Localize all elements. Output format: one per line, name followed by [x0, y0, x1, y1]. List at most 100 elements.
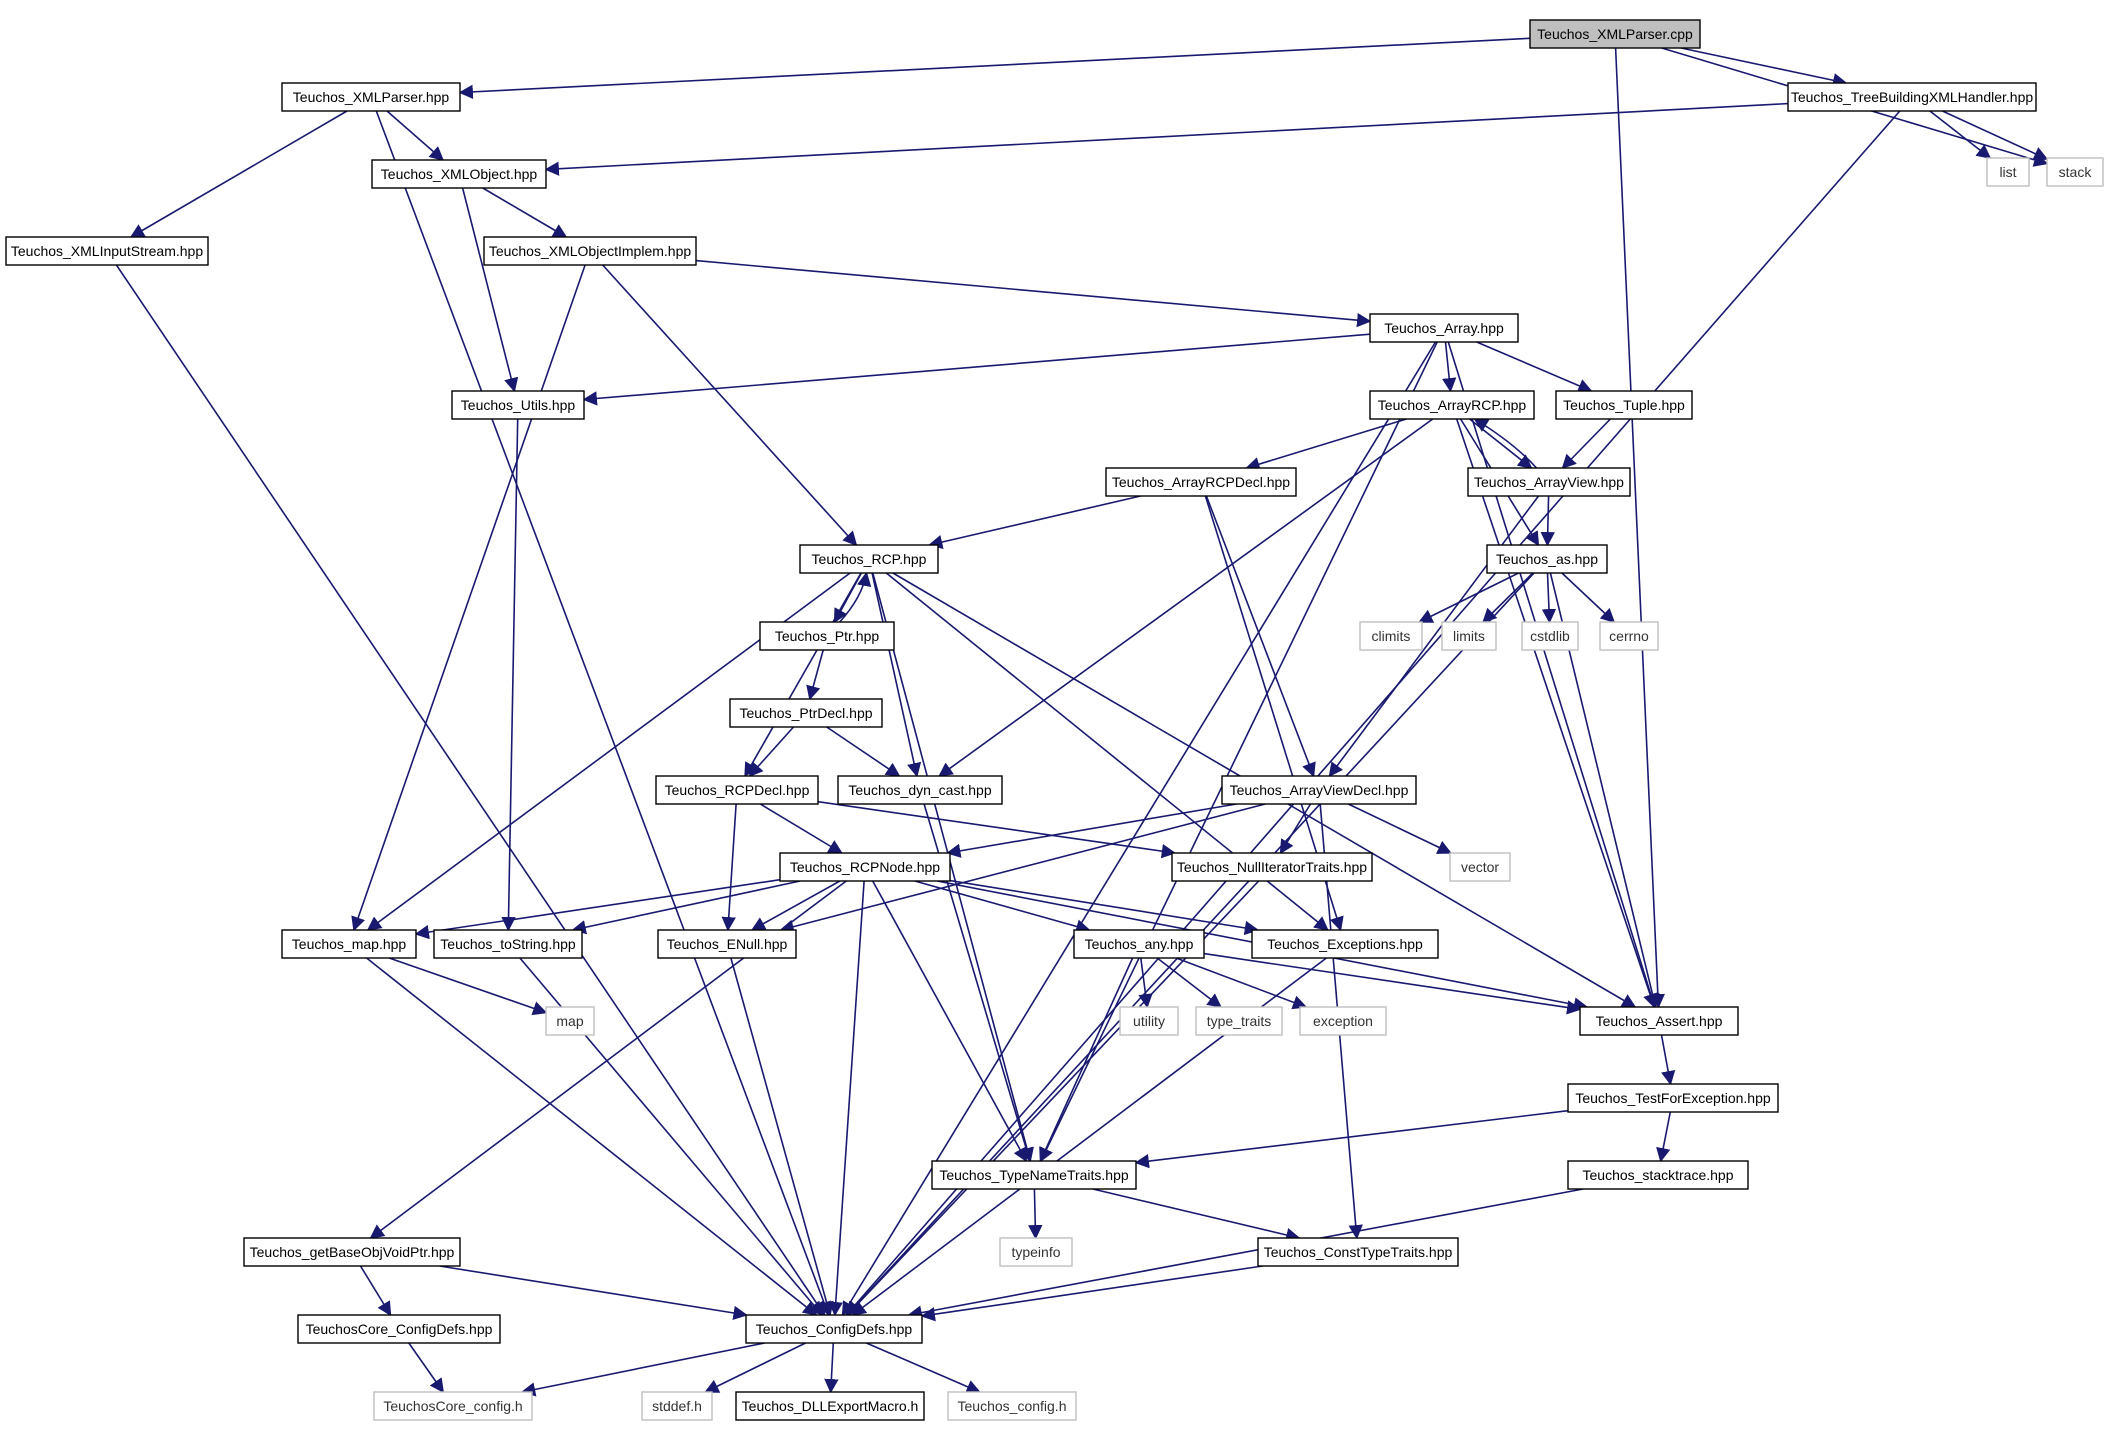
edge-any-to-type_traits — [1156, 957, 1222, 1008]
node-label: stack — [2059, 164, 2093, 180]
node-box — [1171, 852, 1373, 882]
node-label: Teuchos_ENull.hpp — [667, 936, 788, 952]
node-label: Teuchos_getBaseObjVoidPtr.hpp — [250, 1244, 455, 1260]
edge-array-to-utils — [582, 333, 1371, 406]
node-box — [759, 621, 895, 651]
edge-getbase-to-configdefs — [439, 1265, 748, 1321]
edge-rcpnode-to-tostring — [571, 880, 801, 935]
node-cerrno: cerrno — [1599, 621, 1659, 651]
node-any[interactable]: Teuchos_any.hpp — [1073, 929, 1205, 959]
node-label: Teuchos_XMLParser.cpp — [1537, 26, 1693, 42]
edge-xmlparser-to-xmlinput — [129, 110, 348, 238]
node-map_hpp[interactable]: Teuchos_map.hpp — [281, 929, 417, 959]
node-coreconfig: TeuchosCore_config.h — [373, 1391, 533, 1421]
nodes-layer: Teuchos_XMLParser.cppTeuchos_XMLParser.h… — [5, 19, 2104, 1421]
edge-xmlparser-to-xmlobject — [386, 110, 445, 161]
node-config: Teuchos_config.h — [947, 1391, 1077, 1421]
node-assert[interactable]: Teuchos_Assert.hpp — [1579, 1006, 1739, 1036]
node-type_traits: type_traits — [1195, 1006, 1283, 1036]
node-label: utility — [1133, 1013, 1165, 1029]
node-label: TeuchosCore_config.h — [383, 1398, 522, 1414]
node-typenametraits[interactable]: Teuchos_TypeNameTraits.hpp — [931, 1160, 1137, 1190]
edge-any-to-exception — [1175, 957, 1308, 1010]
node-xmlobjimpl[interactable]: Teuchos_XMLObjectImplem.hpp — [483, 236, 697, 266]
edge-array-to-tuple — [1476, 341, 1593, 393]
node-list: list — [1986, 157, 2030, 187]
node-xmlobject[interactable]: Teuchos_XMLObject.hpp — [371, 159, 547, 189]
node-box — [657, 929, 797, 959]
node-stacktrace[interactable]: Teuchos_stacktrace.hpp — [1567, 1160, 1749, 1190]
node-box — [1441, 621, 1497, 651]
node-label: Teuchos_Utils.hpp — [461, 397, 576, 413]
node-configdefs[interactable]: Teuchos_ConfigDefs.hpp — [745, 1314, 923, 1344]
edge-ptrdecl-to-rcpdecl — [748, 726, 795, 778]
node-label: cerrno — [1609, 628, 1649, 644]
node-box — [655, 775, 819, 805]
node-box — [779, 852, 951, 882]
node-label: Teuchos_TestForException.hpp — [1575, 1090, 1771, 1106]
edge-ptrdecl-to-dyncast — [826, 726, 901, 777]
node-treebuild[interactable]: Teuchos_TreeBuildingXMLHandler.hpp — [1787, 82, 2037, 112]
node-array[interactable]: Teuchos_Array.hpp — [1369, 313, 1519, 343]
edges-layer — [115, 37, 2049, 1397]
node-label: Teuchos_ConstTypeTraits.hpp — [1264, 1244, 1453, 1260]
node-box — [297, 1314, 501, 1344]
edge-arrayrcpdecl-to-arrayviewdecl — [1205, 495, 1316, 778]
node-label: Teuchos_XMLParser.hpp — [293, 89, 450, 105]
edge-arrayrcp-to-arrayrcpdecl — [1245, 418, 1407, 472]
node-box — [373, 1391, 533, 1421]
edge-map_hpp-to-configdefs — [366, 957, 818, 1316]
edge-xmlobjimpl-to-map_hpp — [351, 264, 586, 932]
node-box — [1449, 852, 1511, 882]
node-box — [799, 544, 939, 574]
node-box — [1555, 390, 1693, 420]
node-testforexc[interactable]: Teuchos_TestForException.hpp — [1567, 1083, 1779, 1113]
edge-root-to-treebuild — [1680, 47, 1848, 88]
edge-rcpnode-to-configdefs — [828, 880, 865, 1317]
node-rcp[interactable]: Teuchos_RCP.hpp — [799, 544, 939, 574]
node-box — [745, 1314, 923, 1344]
node-dyncast[interactable]: Teuchos_dyn_cast.hpp — [837, 775, 1003, 805]
node-label: Teuchos_XMLObject.hpp — [381, 166, 538, 182]
node-arrayrcp[interactable]: Teuchos_ArrayRCP.hpp — [1369, 390, 1535, 420]
node-as[interactable]: Teuchos_as.hpp — [1486, 544, 1608, 574]
node-enull[interactable]: Teuchos_ENull.hpp — [657, 929, 797, 959]
edge-as-to-climits — [1418, 572, 1519, 623]
edge-coreconfigdefs-to-coreconfig — [408, 1342, 445, 1394]
node-label: Teuchos_Assert.hpp — [1596, 1013, 1723, 1029]
node-box — [1251, 929, 1439, 959]
node-arrayview[interactable]: Teuchos_ArrayView.hpp — [1467, 467, 1631, 497]
node-utils[interactable]: Teuchos_Utils.hpp — [451, 390, 585, 420]
node-exceptions[interactable]: Teuchos_Exceptions.hpp — [1251, 929, 1439, 959]
node-box — [1369, 390, 1535, 420]
node-ptrdecl[interactable]: Teuchos_PtrDecl.hpp — [729, 698, 883, 728]
node-label: cstdlib — [1530, 628, 1570, 644]
edge-ptr-to-ptrdecl — [806, 649, 824, 701]
node-tuple[interactable]: Teuchos_Tuple.hpp — [1555, 390, 1693, 420]
node-arrayrcpdecl[interactable]: Teuchos_ArrayRCPDecl.hpp — [1105, 467, 1297, 497]
edge-as-to-limits — [1482, 572, 1534, 624]
node-xmlinput[interactable]: Teuchos_XMLInputStream.hpp — [5, 236, 209, 266]
node-box — [483, 236, 697, 266]
node-coreconfigdefs[interactable]: TeuchosCore_ConfigDefs.hpp — [297, 1314, 501, 1344]
node-box — [1195, 1006, 1283, 1036]
node-nulliter[interactable]: Teuchos_NullIteratorTraits.hpp — [1171, 852, 1373, 882]
node-label: list — [1999, 164, 2016, 180]
node-box — [1486, 544, 1608, 574]
node-xmlparser[interactable]: Teuchos_XMLParser.hpp — [281, 82, 461, 112]
node-exception: exception — [1299, 1006, 1387, 1036]
node-consttype[interactable]: Teuchos_ConstTypeTraits.hpp — [1257, 1237, 1459, 1267]
node-arrayviewdecl[interactable]: Teuchos_ArrayViewDecl.hpp — [1221, 775, 1417, 805]
node-tostring[interactable]: Teuchos_toString.hpp — [433, 929, 583, 959]
node-getbase[interactable]: Teuchos_getBaseObjVoidPtr.hpp — [243, 1237, 461, 1267]
node-rcpdecl[interactable]: Teuchos_RCPDecl.hpp — [655, 775, 819, 805]
node-dllexport[interactable]: Teuchos_DLLExportMacro.h — [735, 1391, 925, 1421]
edge-rcpdecl-to-enull — [721, 803, 737, 932]
node-ptr[interactable]: Teuchos_Ptr.hpp — [759, 621, 895, 651]
node-label: Teuchos_TreeBuildingXMLHandler.hpp — [1791, 89, 2034, 105]
node-rcpnode[interactable]: Teuchos_RCPNode.hpp — [779, 852, 951, 882]
edge-array-to-typenametraits — [1039, 341, 1438, 1163]
node-label: Teuchos_ArrayRCPDecl.hpp — [1112, 474, 1290, 490]
node-root[interactable]: Teuchos_XMLParser.cpp — [1529, 19, 1701, 49]
edge-rcp-to-rcpdecl — [744, 572, 862, 778]
